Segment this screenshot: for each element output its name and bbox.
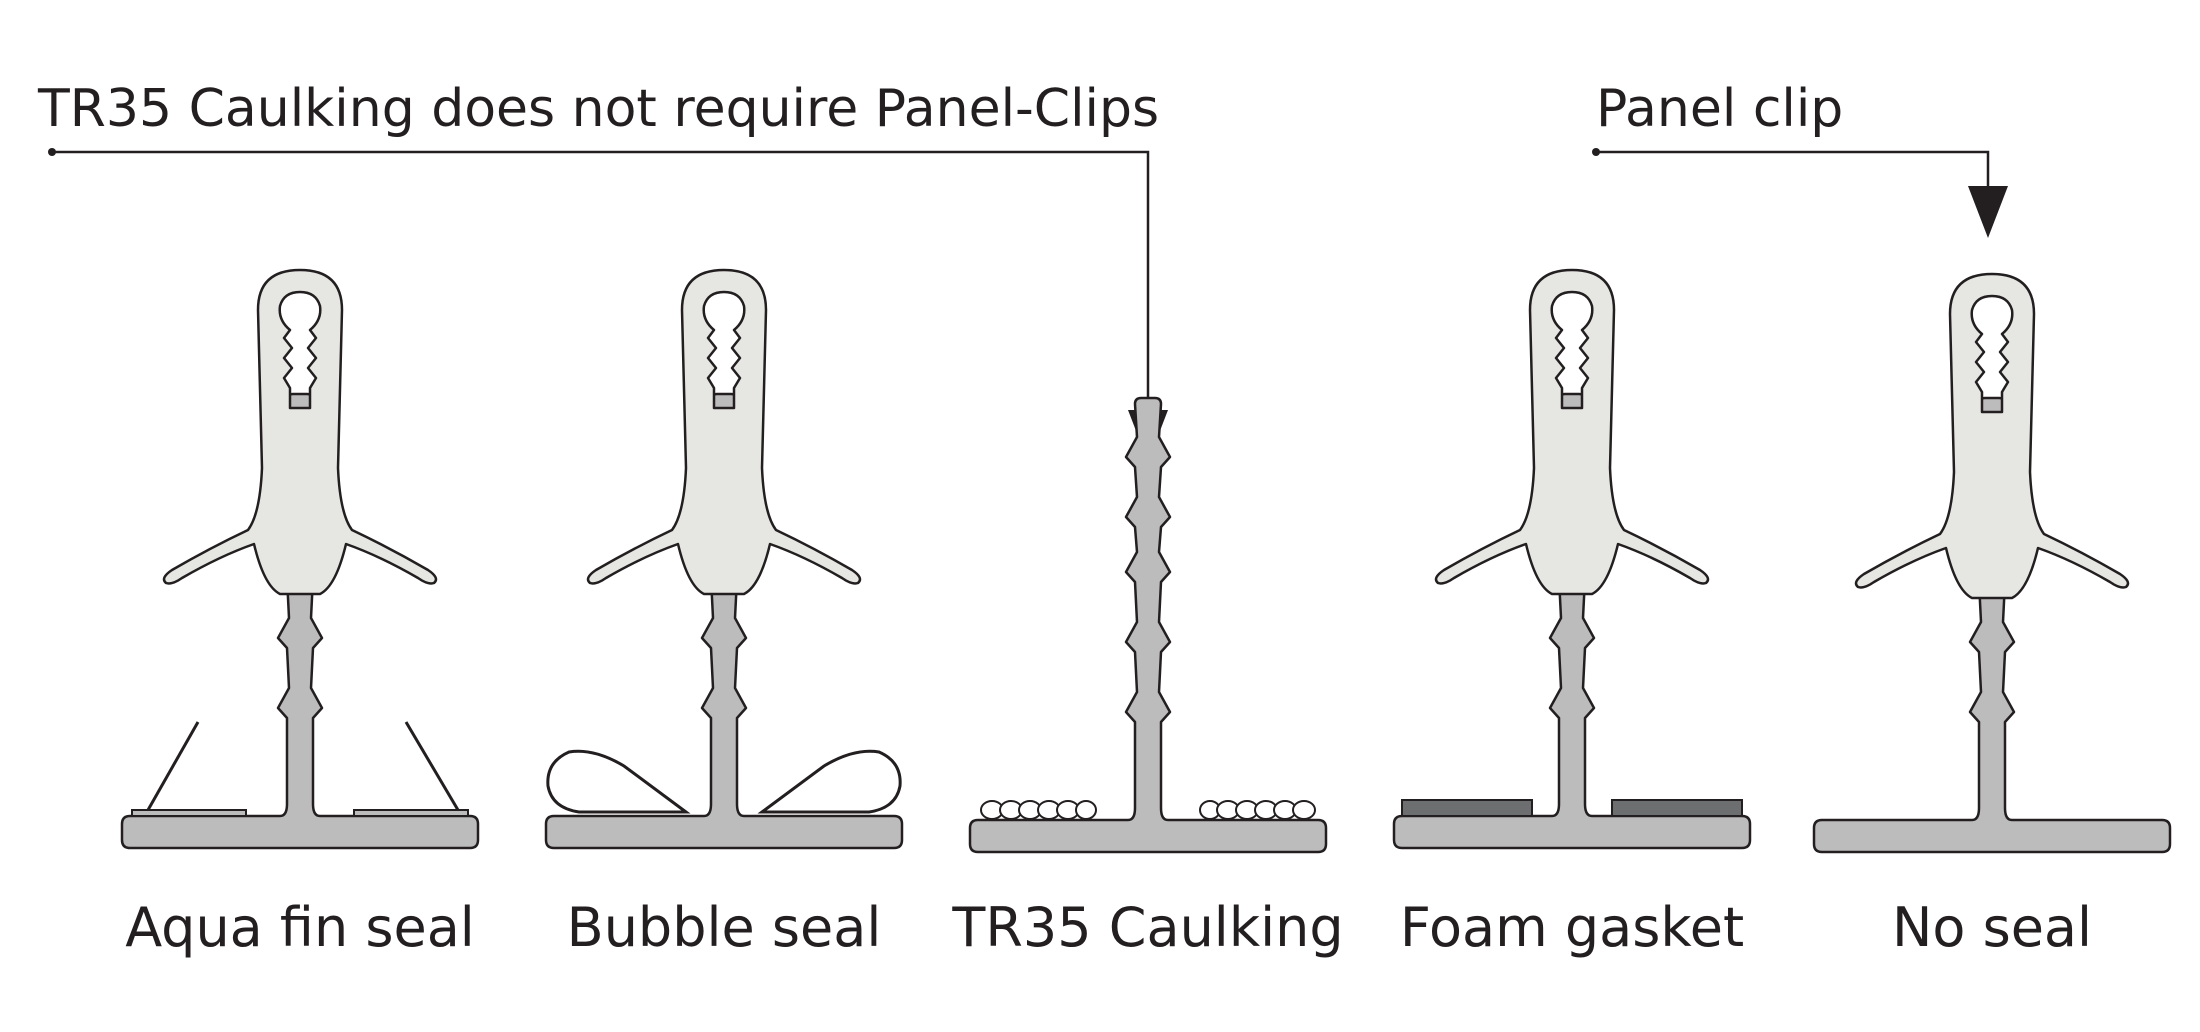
arrow-down-icon (1968, 186, 2008, 238)
panel-clip-callout-text: Panel clip (1596, 79, 1843, 139)
panel-clip (162, 268, 438, 596)
item-label: Aqua fin seal (125, 896, 475, 959)
panel-clip (1434, 268, 1710, 596)
panel-clip (1854, 272, 2130, 600)
panel-clip (586, 268, 862, 596)
item-label: TR35 Caulking (951, 896, 1343, 959)
aqua-fin-seal (131, 721, 469, 817)
callout-leader-line (52, 150, 1150, 414)
t-profile (968, 396, 1328, 854)
caulking-callout: TR35 Caulking does not require Panel-Cli… (37, 79, 1168, 462)
item-label: Bubble seal (567, 896, 882, 959)
aqua-fin-seal-assembly (120, 268, 480, 850)
foam-gasket-assembly (1392, 268, 1752, 850)
foam-gasket (1401, 799, 1743, 817)
no-seal-assembly (1812, 272, 2172, 854)
callout-leader-line (1596, 150, 1990, 190)
bubble-seal (546, 749, 902, 814)
caulking-callout-text: TR35 Caulking does not require Panel-Cli… (37, 79, 1159, 139)
caulking-beads (980, 800, 1316, 820)
panel-clip-callout: Panel clip (1592, 79, 2008, 238)
item-label: No seal (1892, 896, 2092, 959)
item-label: Foam gasket (1400, 896, 1744, 959)
caulking-assembly (968, 396, 1328, 854)
bubble-seal-assembly (544, 268, 904, 850)
